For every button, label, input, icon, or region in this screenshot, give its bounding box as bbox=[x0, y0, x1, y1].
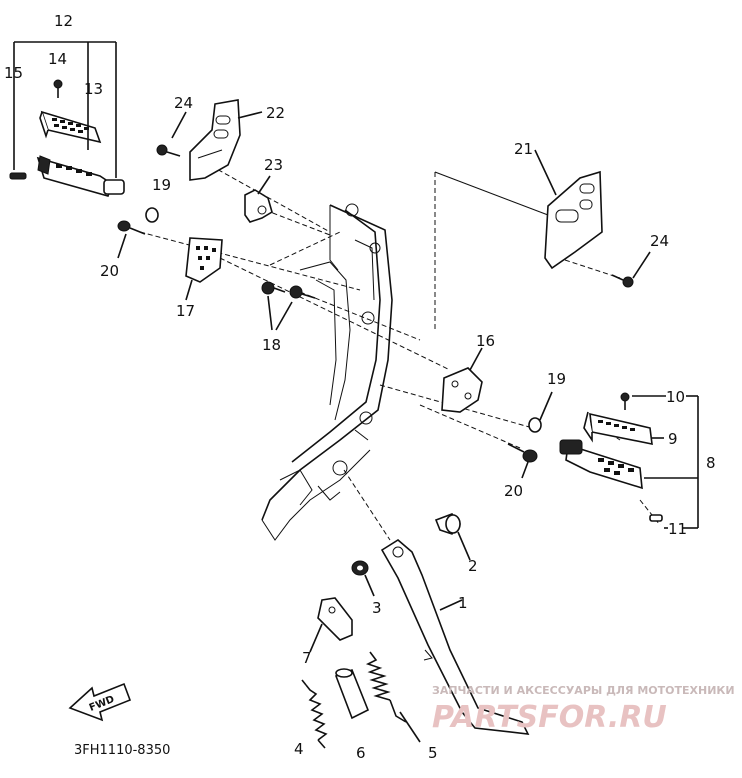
bracket-17 bbox=[185, 237, 223, 301]
right-washer-bolt bbox=[507, 391, 553, 479]
callout-18: 18 bbox=[262, 336, 281, 354]
left-washer-bolt bbox=[117, 207, 159, 259]
callout-12: 12 bbox=[54, 12, 73, 30]
bolt-2 bbox=[434, 513, 471, 561]
callout-8: 8 bbox=[706, 454, 716, 472]
callout-19-left: 19 bbox=[152, 176, 171, 194]
callout-17: 17 bbox=[176, 302, 195, 320]
callout-20-right: 20 bbox=[504, 482, 523, 500]
bracket-16 bbox=[441, 347, 483, 413]
callout-15: 15 bbox=[4, 64, 23, 82]
spring-4 bbox=[301, 679, 328, 749]
plate-7 bbox=[309, 597, 353, 653]
callout-21: 21 bbox=[514, 140, 533, 158]
callout-10: 10 bbox=[666, 388, 685, 406]
watermark-line2: PARTSFOR.RU bbox=[432, 700, 667, 735]
callout-22: 22 bbox=[266, 104, 285, 122]
diagram-code: 3FH1110-8350 bbox=[74, 743, 170, 758]
callout-19-right: 19 bbox=[547, 370, 566, 388]
callout-labels: 1 2 3 4 5 6 7 8 9 10 11 12 13 14 15 16 1… bbox=[4, 12, 716, 762]
left-footrest-assembly bbox=[9, 41, 125, 197]
callout-13: 13 bbox=[84, 80, 103, 98]
callout-1: 1 bbox=[458, 594, 468, 612]
callout-7: 7 bbox=[302, 649, 312, 667]
spring-5 bbox=[365, 651, 421, 743]
callout-3: 3 bbox=[372, 599, 382, 617]
sidestand bbox=[380, 539, 530, 735]
callout-16: 16 bbox=[476, 332, 495, 350]
callout-20-left: 20 bbox=[100, 262, 119, 280]
frame bbox=[261, 203, 393, 541]
right-footrest-assembly bbox=[559, 392, 699, 529]
callout-24-right: 24 bbox=[650, 232, 669, 250]
callout-14: 14 bbox=[48, 50, 67, 68]
bracket-21 bbox=[534, 149, 651, 288]
fwd-arrow bbox=[68, 682, 132, 722]
bolts-18 bbox=[261, 281, 316, 331]
callout-9: 9 bbox=[668, 430, 678, 448]
callout-2: 2 bbox=[468, 557, 478, 575]
callout-5: 5 bbox=[428, 744, 438, 762]
watermark-line1: ЗАПЧАСТИ И АКСЕССУАРЫ ДЛЯ МОТОТЕХНИКИ bbox=[432, 684, 735, 697]
callout-23: 23 bbox=[264, 156, 283, 174]
callout-6: 6 bbox=[356, 744, 366, 762]
bracket-23 bbox=[244, 175, 273, 223]
nut-3 bbox=[351, 560, 375, 597]
bracket-22 bbox=[156, 99, 263, 181]
callout-11: 11 bbox=[668, 520, 687, 538]
callout-4: 4 bbox=[294, 740, 304, 758]
cover-6 bbox=[334, 668, 370, 720]
callout-24-left: 24 bbox=[174, 94, 193, 112]
